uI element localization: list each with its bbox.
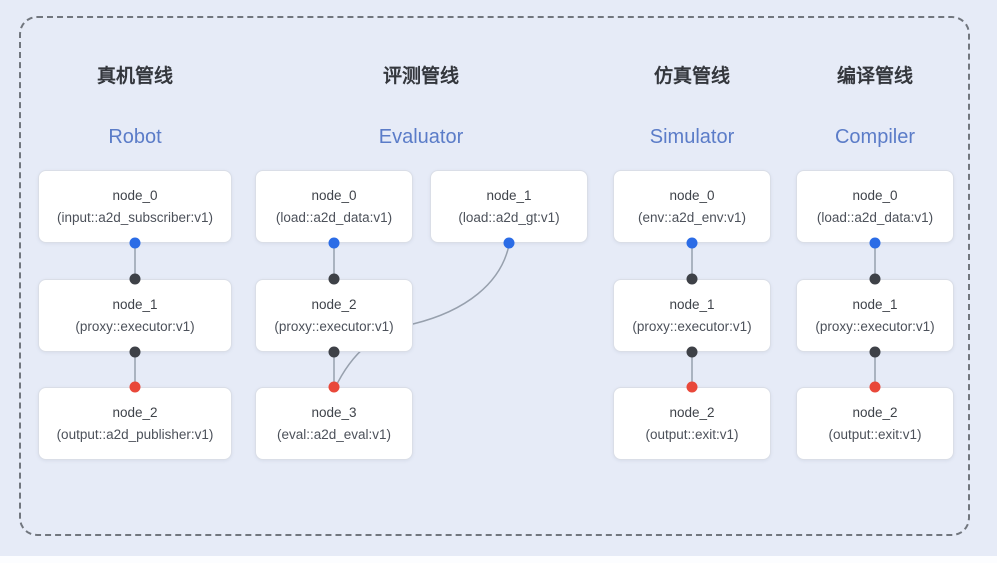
- port-dot-blue: [328, 237, 340, 249]
- port-dot-red: [869, 381, 881, 393]
- node-name: node_0: [852, 187, 898, 203]
- port-dot-black: [869, 273, 881, 285]
- node-type: (eval::a2d_eval:v1): [276, 426, 392, 442]
- pipeline-title-en-compiler: Compiler: [834, 126, 916, 148]
- port-dot-red: [129, 381, 141, 393]
- pipeline-title-zh-evaluator: 评测管线: [382, 66, 460, 87]
- node-robot-1: node_1 (proxy::executor:v1): [38, 279, 232, 352]
- node-type: (proxy::executor:v1): [632, 318, 752, 334]
- node-type: (output::exit:v1): [645, 426, 739, 442]
- node-type: (load::a2d_gt:v1): [458, 209, 560, 225]
- node-name: node_2: [669, 404, 715, 420]
- node-type: (proxy::executor:v1): [815, 318, 935, 334]
- node-name: node_0: [311, 187, 357, 203]
- node-compiler-0: node_0 (load::a2d_data:v1): [796, 170, 954, 243]
- pipeline-title-zh-compiler: 编译管线: [836, 66, 914, 87]
- node-type: (proxy::executor:v1): [274, 318, 394, 334]
- port-dot-blue: [503, 237, 515, 249]
- port-dot-black: [328, 346, 340, 358]
- port-dot-black: [869, 346, 881, 358]
- node-simulator-1: node_1 (proxy::executor:v1): [613, 279, 771, 352]
- node-type: (output::a2d_publisher:v1): [56, 426, 214, 442]
- bottom-margin: [0, 556, 997, 563]
- port-dot-red: [686, 381, 698, 393]
- node-evaluator-2: node_2 (proxy::executor:v1): [255, 279, 413, 352]
- port-dot-black: [686, 273, 698, 285]
- port-dot-black: [129, 273, 141, 285]
- node-name: node_1: [669, 296, 715, 312]
- node-evaluator-3: node_3 (eval::a2d_eval:v1): [255, 387, 413, 460]
- node-name: node_3: [311, 404, 357, 420]
- node-compiler-2: node_2 (output::exit:v1): [796, 387, 954, 460]
- pipeline-title-en-simulator: Simulator: [649, 126, 735, 148]
- node-type: (env::a2d_env:v1): [637, 209, 747, 225]
- node-robot-2: node_2 (output::a2d_publisher:v1): [38, 387, 232, 460]
- pipeline-title-zh-simulator: 仿真管线: [653, 66, 731, 87]
- node-type: (input::a2d_subscriber:v1): [56, 209, 214, 225]
- node-type: (output::exit:v1): [828, 426, 922, 442]
- node-simulator-2: node_2 (output::exit:v1): [613, 387, 771, 460]
- node-evaluator-1: node_1 (load::a2d_gt:v1): [430, 170, 588, 243]
- port-dot-blue: [686, 237, 698, 249]
- port-dot-black: [129, 346, 141, 358]
- diagram-dashed-frame: [19, 16, 970, 536]
- port-dot-black: [686, 346, 698, 358]
- node-name: node_1: [112, 296, 158, 312]
- node-name: node_2: [311, 296, 357, 312]
- node-type: (load::a2d_data:v1): [816, 209, 934, 225]
- pipeline-title-en-robot: Robot: [108, 126, 162, 148]
- node-robot-0: node_0 (input::a2d_subscriber:v1): [38, 170, 232, 243]
- node-name: node_0: [112, 187, 158, 203]
- node-type: (load::a2d_data:v1): [275, 209, 393, 225]
- node-compiler-1: node_1 (proxy::executor:v1): [796, 279, 954, 352]
- port-dot-blue: [129, 237, 141, 249]
- node-name: node_2: [112, 404, 158, 420]
- node-simulator-0: node_0 (env::a2d_env:v1): [613, 170, 771, 243]
- pipeline-title-zh-robot: 真机管线: [96, 66, 174, 87]
- port-dot-red: [328, 381, 340, 393]
- node-name: node_1: [486, 187, 532, 203]
- port-dot-blue: [869, 237, 881, 249]
- node-name: node_1: [852, 296, 898, 312]
- node-type: (proxy::executor:v1): [75, 318, 195, 334]
- node-name: node_2: [852, 404, 898, 420]
- port-dot-black: [328, 273, 340, 285]
- pipeline-title-en-evaluator: Evaluator: [378, 126, 464, 148]
- node-name: node_0: [669, 187, 715, 203]
- node-evaluator-0: node_0 (load::a2d_data:v1): [255, 170, 413, 243]
